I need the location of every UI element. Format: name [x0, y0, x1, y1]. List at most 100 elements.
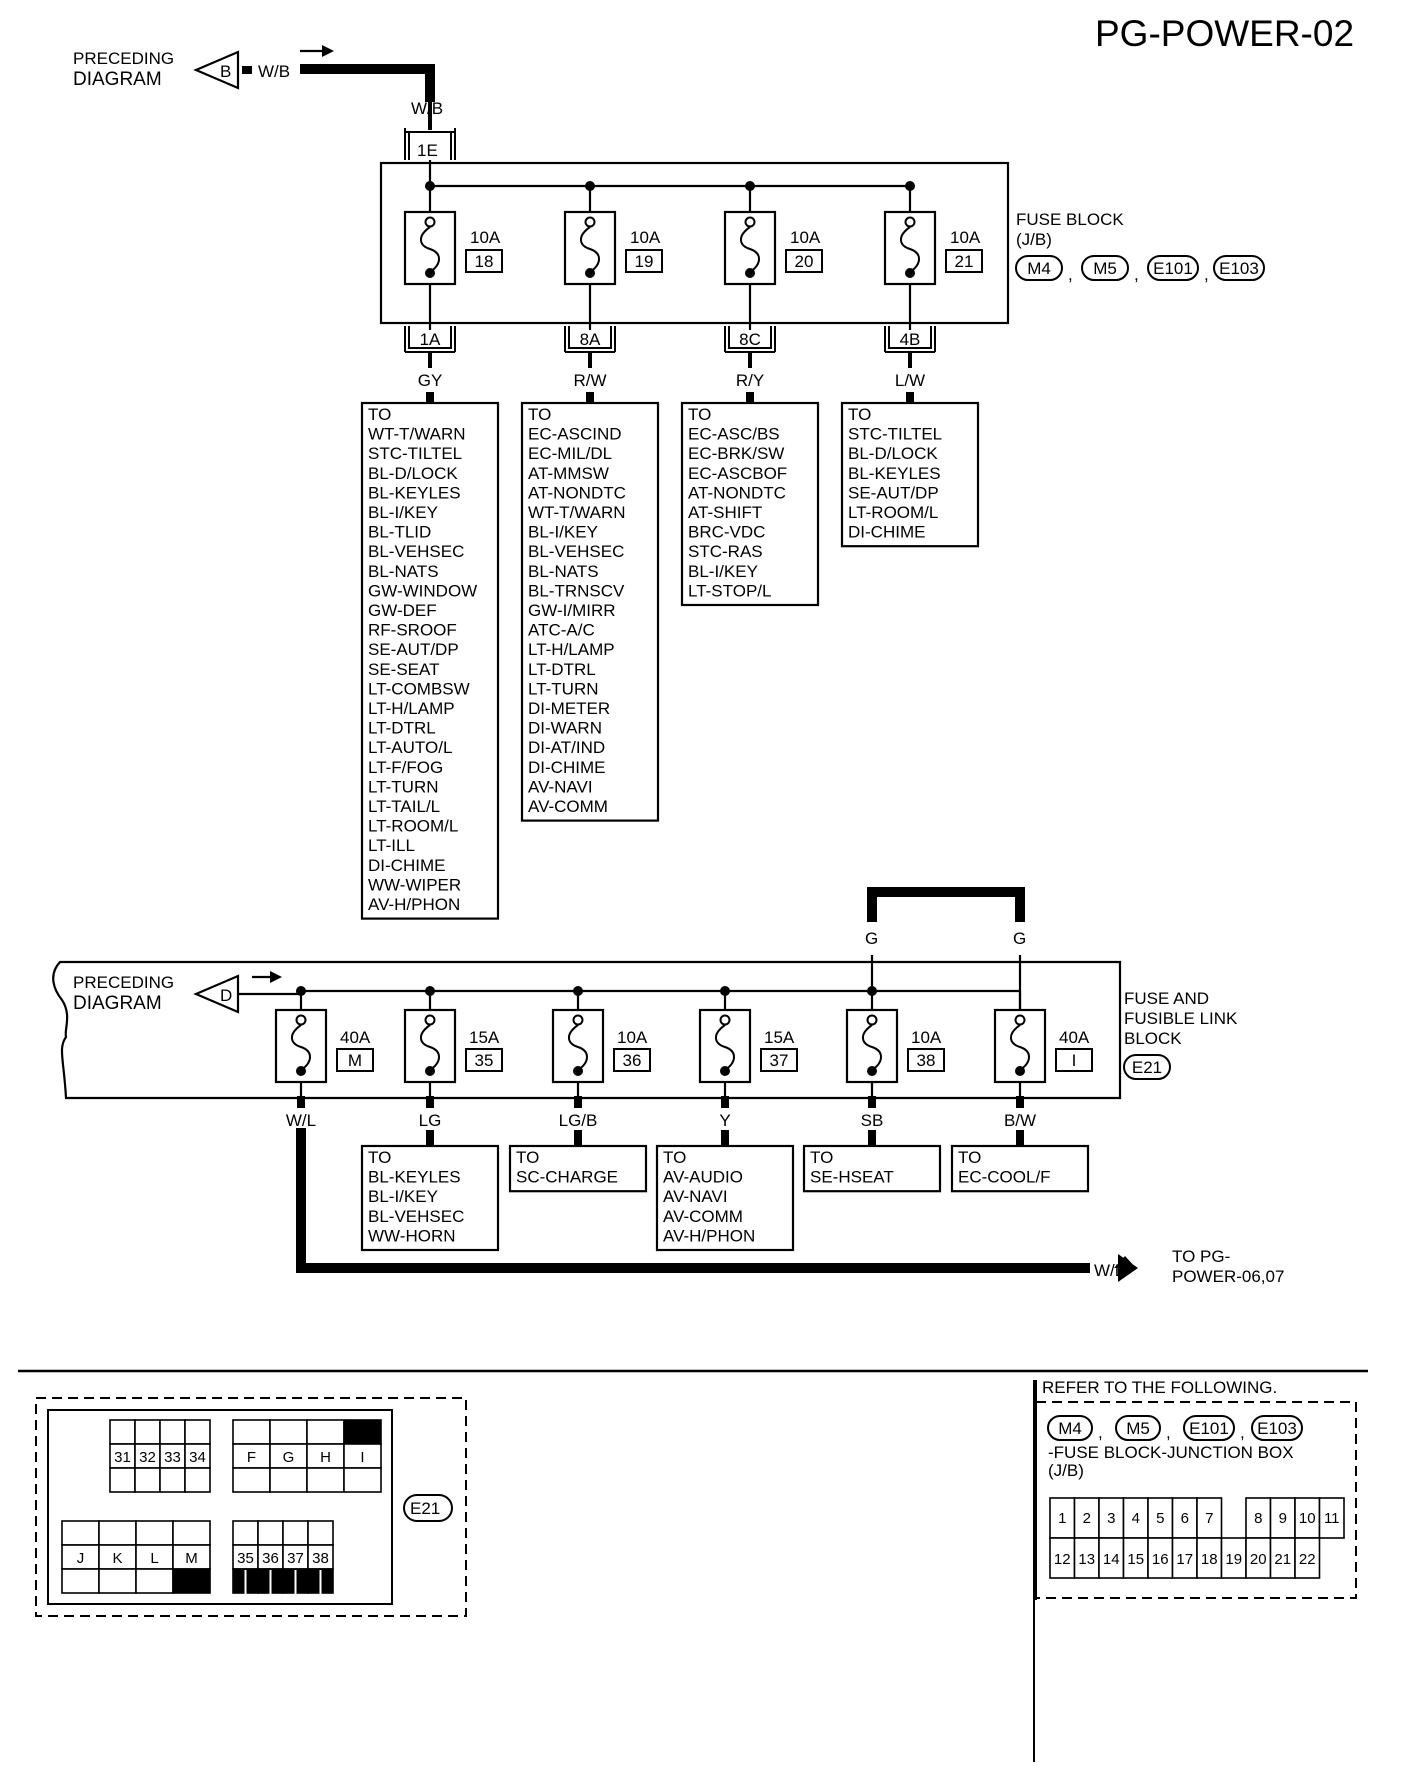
top-dest-21-line: STC-TILTEL: [848, 425, 942, 444]
bottom-block-name-1: FUSE AND: [1124, 989, 1209, 1008]
top-block-connectors: M4,M5,E101,E103: [1015, 255, 1265, 284]
top-dest-18-line: WW-WIPER: [368, 875, 461, 894]
fuse-rating: 15A: [764, 1028, 795, 1047]
top-dest-19-line: AV-COMM: [528, 797, 608, 816]
bottom-static-structure: [52, 887, 1138, 1282]
jb-pin: 18: [1201, 1551, 1218, 1568]
legend-jb-heading: REFER TO THE FOLLOWING.: [1042, 1378, 1277, 1397]
top-dest-18-line: RF-SROOF: [368, 621, 457, 640]
top-dest-18-line: WT-T/WARN: [368, 425, 466, 444]
jb-pin: 17: [1176, 1551, 1193, 1568]
jumper-wire-left: G: [865, 929, 878, 948]
top-dest-18-line: LT-DTRL: [368, 719, 436, 738]
fuse-symbol: [993, 1008, 1047, 1084]
fuse-rating: 40A: [1059, 1028, 1090, 1047]
top-entry-connector: 1E: [417, 141, 438, 160]
top-dest-18-line: BL-NATS: [368, 562, 439, 581]
top-dest-19-line: DI-METER: [528, 699, 610, 718]
top-dest-21-line: SE-AUT/DP: [848, 483, 939, 502]
fuse-rating: 40A: [340, 1028, 371, 1047]
legend-pill-E101: E101: [1183, 1415, 1235, 1441]
jb-pin: 8: [1254, 1510, 1262, 1527]
connector-pill-E103-label: E103: [1219, 259, 1259, 278]
top-dest-21-line: BL-D/LOCK: [848, 444, 938, 463]
jb-pin: 20: [1250, 1551, 1267, 1568]
continuation-target-2: POWER-06,07: [1172, 1267, 1284, 1286]
top-dest-19-line: AT-NONDTC: [528, 483, 626, 502]
out-connector: 4B: [900, 330, 921, 349]
pin-label: K: [112, 1550, 122, 1567]
pin-label: L: [150, 1550, 158, 1567]
fuse-symbol: [698, 1008, 752, 1084]
connector-pill-E103: E103: [1213, 255, 1265, 281]
bottom-dest-35-line: TO: [368, 1148, 391, 1167]
fuse-rating: 10A: [630, 228, 661, 247]
top-dest-19-line: TO: [528, 405, 551, 424]
top-dest-18-line: TO: [368, 405, 391, 424]
top-dest-18-line: LT-ROOM/L: [368, 817, 458, 836]
top-block-name-2: (J/B): [1016, 230, 1052, 249]
top-dest-19-line: ATC-A/C: [528, 621, 595, 640]
continuation-target-1: TO PG-: [1172, 1247, 1230, 1266]
legend-pill-M5-label: M5: [1126, 1419, 1150, 1438]
wire-color: LG/B: [559, 1111, 598, 1130]
top-dest-18-line: GW-WINDOW: [368, 581, 477, 600]
top-dest-19-line: DI-WARN: [528, 719, 602, 738]
bottom-fuse-group: 40AMW/L15A35LGTOBL-KEYLESBL-I/KEYBL-VEHS…: [274, 986, 1093, 1252]
fuse-symbol: [723, 210, 777, 286]
connector-pill-M4-label: M4: [1027, 259, 1051, 278]
top-block-name-1: FUSE BLOCK: [1016, 210, 1124, 229]
pin-label: G: [283, 1449, 295, 1466]
legend-e21-connector: E21: [410, 1499, 440, 1518]
connector-pill-M5-label: M5: [1093, 259, 1117, 278]
fuse-rating: 10A: [911, 1028, 942, 1047]
fuse-rating: 15A: [469, 1028, 500, 1047]
top-dest-19-line: WT-T/WARN: [528, 503, 626, 522]
top-dest-18-line: STC-TILTEL: [368, 444, 462, 463]
top-dest-18-line: LT-F/FOG: [368, 758, 443, 777]
wire-color: LG: [419, 1111, 442, 1130]
top-dest-20-line: BRC-VDC: [688, 523, 765, 542]
page-separators: [18, 1369, 1368, 1762]
top-dest-19-line: BL-I/KEY: [528, 523, 598, 542]
pin-label: J: [77, 1550, 85, 1567]
top-dest-21-line: LT-ROOM/L: [848, 503, 938, 522]
svg-text:,: ,: [1098, 1423, 1103, 1442]
fuse-number: 37: [770, 1051, 789, 1070]
top-dest-18-line: LT-TURN: [368, 777, 439, 796]
jb-pin: 12: [1054, 1551, 1071, 1568]
fuse-rating: 10A: [790, 228, 821, 247]
top-fuse-20: 10A208CR/YTOEC-ASC/BSEC-BRK/SWEC-ASCBOFA…: [680, 181, 823, 607]
legend-pill-E103: E103: [1251, 1415, 1303, 1441]
fuse-number: 21: [955, 252, 974, 271]
bottom-preceding-label-1: PRECEDING: [73, 973, 174, 992]
connector-pill-E101-label: E101: [1153, 259, 1193, 278]
legend-jb-connectors: M4,M5,E101,E103: [1047, 1415, 1303, 1442]
bottom-dest-36-line: TO: [516, 1148, 539, 1167]
top-fuse-group: 10A181AGYTOWT-T/WARNSTC-TILTELBL-D/LOCKB…: [360, 181, 983, 920]
top-static-structure: [193, 45, 1010, 325]
top-dest-21-line: TO: [848, 405, 871, 424]
top-dest-19-box: [520, 401, 660, 822]
top-dest-18-line: BL-I/KEY: [368, 503, 438, 522]
fuse-symbol: [403, 210, 457, 286]
bottom-block-name-3: BLOCK: [1124, 1029, 1182, 1048]
legend-pill-E101-label: E101: [1189, 1419, 1229, 1438]
top-dest-19-line: LT-TURN: [528, 679, 599, 698]
wire-color: B/W: [1004, 1111, 1036, 1130]
top-preceding-label-1: PRECEDING: [73, 49, 174, 68]
bottom-dest-37-line: AV-COMM: [663, 1207, 743, 1226]
pin-label: 34: [189, 1449, 206, 1466]
top-dest-18-line: BL-TLID: [368, 523, 431, 542]
jb-pin: 4: [1132, 1510, 1140, 1527]
fuse-number: 35: [475, 1051, 494, 1070]
legend-pill-M4: M4: [1047, 1415, 1093, 1441]
top-dest-18-box: [360, 401, 500, 920]
bottom-fuse-35: 15A35LGTOBL-KEYLESBL-I/KEYBL-VEHSECWW-HO…: [360, 986, 503, 1252]
